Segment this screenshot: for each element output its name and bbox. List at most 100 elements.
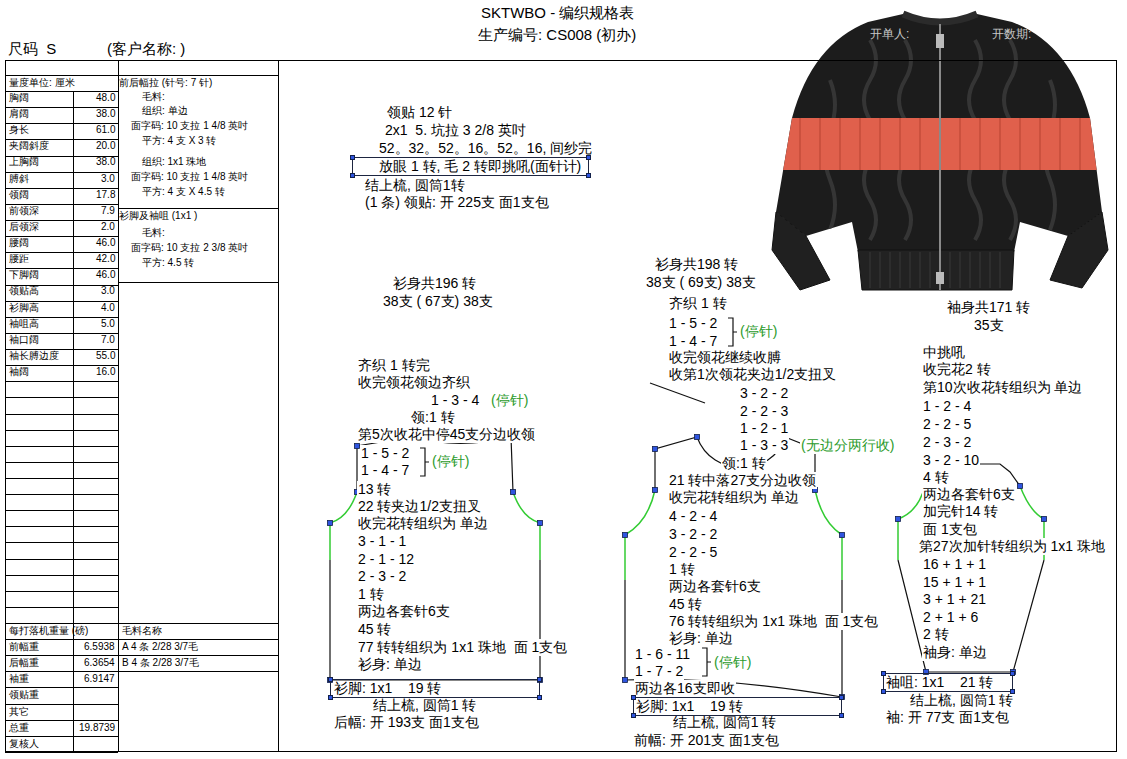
handle-mark bbox=[623, 533, 628, 538]
spec-note: 第10次收花转组织为 单边 bbox=[922, 379, 1083, 396]
table-rule bbox=[5, 559, 118, 560]
table-cell: 下脚阔 bbox=[9, 269, 39, 281]
spec-note: 1 - 2 - 1 bbox=[739, 420, 789, 437]
table-rule bbox=[5, 301, 118, 302]
handle-mark bbox=[881, 671, 886, 676]
spec-note: 1 - 6 - 11 bbox=[634, 646, 691, 663]
table-cell: 量度单位: 厘米 bbox=[9, 77, 75, 89]
handle-mark bbox=[896, 517, 901, 522]
sheet-frame bbox=[6, 60, 1117, 752]
table-rule bbox=[5, 91, 118, 92]
handle-mark bbox=[653, 447, 658, 452]
table-value: 7.0 bbox=[101, 334, 115, 346]
table-cell: 腰距 bbox=[9, 253, 29, 265]
table-rule bbox=[5, 317, 118, 318]
handle-mark bbox=[840, 695, 845, 700]
table-value: 3.0 bbox=[101, 173, 115, 185]
table-cell: 前后幅拉 (针号: 7 针) bbox=[119, 77, 212, 89]
table-rule bbox=[5, 188, 118, 189]
sheet-title: SKTWBO - 编织规格表 bbox=[481, 4, 634, 22]
table-cell: 衫脚及袖咀 (1x1 ) bbox=[119, 210, 197, 222]
table-rule bbox=[5, 462, 118, 463]
spec-note: 衫身共198 转 bbox=[654, 256, 739, 273]
spec-note: 收完领花领边齐织 bbox=[357, 374, 471, 391]
table-cell: 面字码: 10 支拉 2 3/8 英吋 bbox=[131, 242, 248, 254]
handle-mark bbox=[840, 533, 845, 538]
table-cell: 袖咀高 bbox=[9, 318, 39, 330]
table-rule bbox=[118, 655, 278, 656]
table-cell: 后领深 bbox=[9, 221, 39, 233]
spec-note: 1 - 2 - 4 bbox=[922, 398, 972, 415]
table-rule bbox=[5, 333, 118, 334]
table-cell: 夹阔斜度 bbox=[9, 140, 49, 152]
table-cell: 上胸阔 bbox=[9, 156, 39, 168]
table-value: 19.8739 bbox=[79, 722, 115, 734]
table-rule bbox=[5, 623, 118, 624]
spec-note: 45 转 bbox=[668, 596, 703, 613]
handle-mark bbox=[328, 521, 333, 526]
pattern-outline bbox=[330, 318, 1044, 697]
table-value: 38.0 bbox=[96, 108, 115, 120]
spec-note: 袖: 开 77支 面1支包 bbox=[885, 709, 1010, 726]
table-value: 20.0 bbox=[96, 140, 115, 152]
box-text: 放眼 1 转, 毛 2 转即挑吼(面针计) bbox=[379, 158, 582, 175]
table-rule bbox=[5, 494, 118, 495]
table-cell: 平方: 4 支 X 4.5 转 bbox=[142, 186, 225, 198]
table-cell: 袖重 bbox=[9, 673, 29, 685]
spec-note: 38支 ( 69支) 38支 bbox=[645, 274, 757, 291]
table-rule bbox=[5, 414, 118, 415]
spec-note: 第27次加针转组织为 1x1 珠地 bbox=[918, 538, 1106, 555]
handle-mark bbox=[586, 155, 591, 160]
table-cell: 前领深 bbox=[9, 205, 39, 217]
stop-note: (停针) bbox=[713, 654, 752, 671]
spec-note: 45 转 bbox=[357, 621, 392, 638]
table-rule bbox=[118, 671, 278, 672]
box-text: 衫脚: 1x1 19 转 bbox=[334, 680, 536, 697]
handle-mark bbox=[586, 173, 591, 178]
spec-note: 衫身: 单边 bbox=[668, 630, 734, 647]
table-grid bbox=[5, 76, 278, 753]
table-rule bbox=[5, 704, 118, 705]
table-rule bbox=[5, 123, 118, 124]
handle-mark bbox=[1042, 517, 1047, 522]
spec-note: 后幅: 开 193支 面1支包 bbox=[333, 714, 480, 731]
spec-note: 3 + 1 + 21 bbox=[922, 591, 987, 608]
table-cell: 腰阔 bbox=[9, 237, 29, 249]
spec-note: 前幅: 开 201支 面1支包 bbox=[633, 732, 780, 749]
handle-mark bbox=[511, 490, 516, 495]
spec-note: 3 - 1 - 1 bbox=[357, 533, 407, 550]
table-rule bbox=[118, 639, 278, 640]
spec-note: 领贴 12 针 bbox=[386, 104, 453, 121]
table-rule bbox=[5, 720, 118, 721]
table-cell: 袖阔 bbox=[9, 366, 29, 378]
table-rule bbox=[5, 446, 118, 447]
spec-note: 加完针14 转 bbox=[922, 503, 999, 520]
spec-note: 1 - 7 - 2 bbox=[634, 663, 684, 680]
header-text: 尺码 S bbox=[8, 40, 56, 58]
spec-note: 2 转 bbox=[922, 626, 950, 643]
spec-note: 2 + 1 + 6 bbox=[922, 609, 979, 626]
table-cell: 组织: 单边 bbox=[142, 105, 188, 117]
spec-note: 结上梳, 圆筒1 转 bbox=[909, 692, 1014, 709]
spec-note: 收完花转组织为 单边 bbox=[357, 515, 489, 532]
table-value: 61.0 bbox=[96, 124, 115, 136]
box-text: 袖咀: 1x1 21 转 bbox=[886, 674, 1009, 691]
spec-note: 领:1 转 bbox=[721, 455, 767, 472]
table-rule bbox=[5, 671, 118, 672]
table-rule bbox=[118, 208, 278, 209]
table-rule bbox=[5, 220, 118, 221]
table-cell: 复核人 bbox=[9, 738, 39, 750]
rib-lines bbox=[870, 252, 1000, 288]
handle-mark bbox=[355, 444, 360, 449]
zipper-pull bbox=[936, 34, 944, 48]
table-value: 46.0 bbox=[96, 269, 115, 281]
table-cell: 肩阔 bbox=[9, 108, 29, 120]
table-cell: 组织: 1x1 珠地 bbox=[142, 156, 206, 168]
table-cell: 胸阔 bbox=[9, 92, 29, 104]
handle-mark bbox=[695, 435, 700, 440]
spec-note: 3 - 2 - 2 bbox=[739, 385, 789, 402]
sweater-cuff bbox=[772, 212, 830, 290]
table-value: 6.5938 bbox=[84, 641, 115, 653]
table-value: 38.0 bbox=[96, 156, 115, 168]
table-value: 3.0 bbox=[101, 285, 115, 297]
